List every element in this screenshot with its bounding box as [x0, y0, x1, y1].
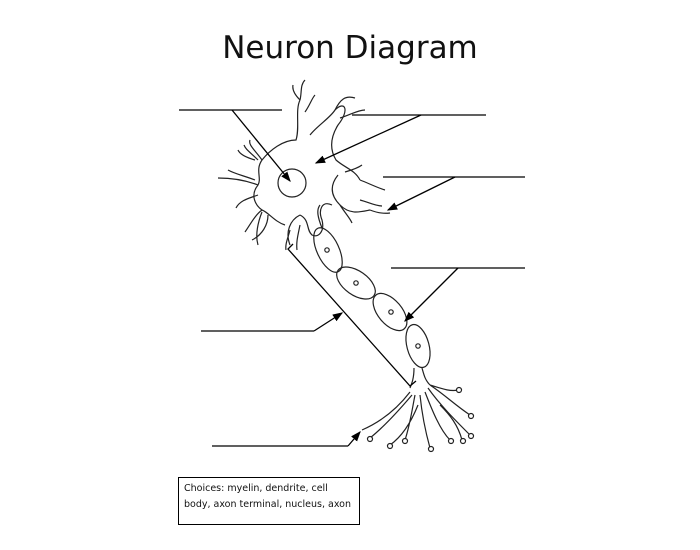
- axon: [317, 204, 431, 389]
- axon-terminal: [361, 384, 471, 449]
- myelin-sheath: [313, 227, 431, 369]
- dendrite: [217, 79, 391, 251]
- neuron-drawing: [217, 79, 475, 453]
- nucleus: [277, 168, 307, 198]
- leader-lines: [231, 109, 459, 447]
- answer-blanks: [179, 109, 525, 447]
- axon-bracket: [287, 243, 417, 387]
- page-title: Neuron Diagram: [222, 30, 478, 66]
- choices-box: Choices: myelin, dendrite, cell body, ax…: [178, 477, 360, 525]
- cell-body: [249, 99, 371, 246]
